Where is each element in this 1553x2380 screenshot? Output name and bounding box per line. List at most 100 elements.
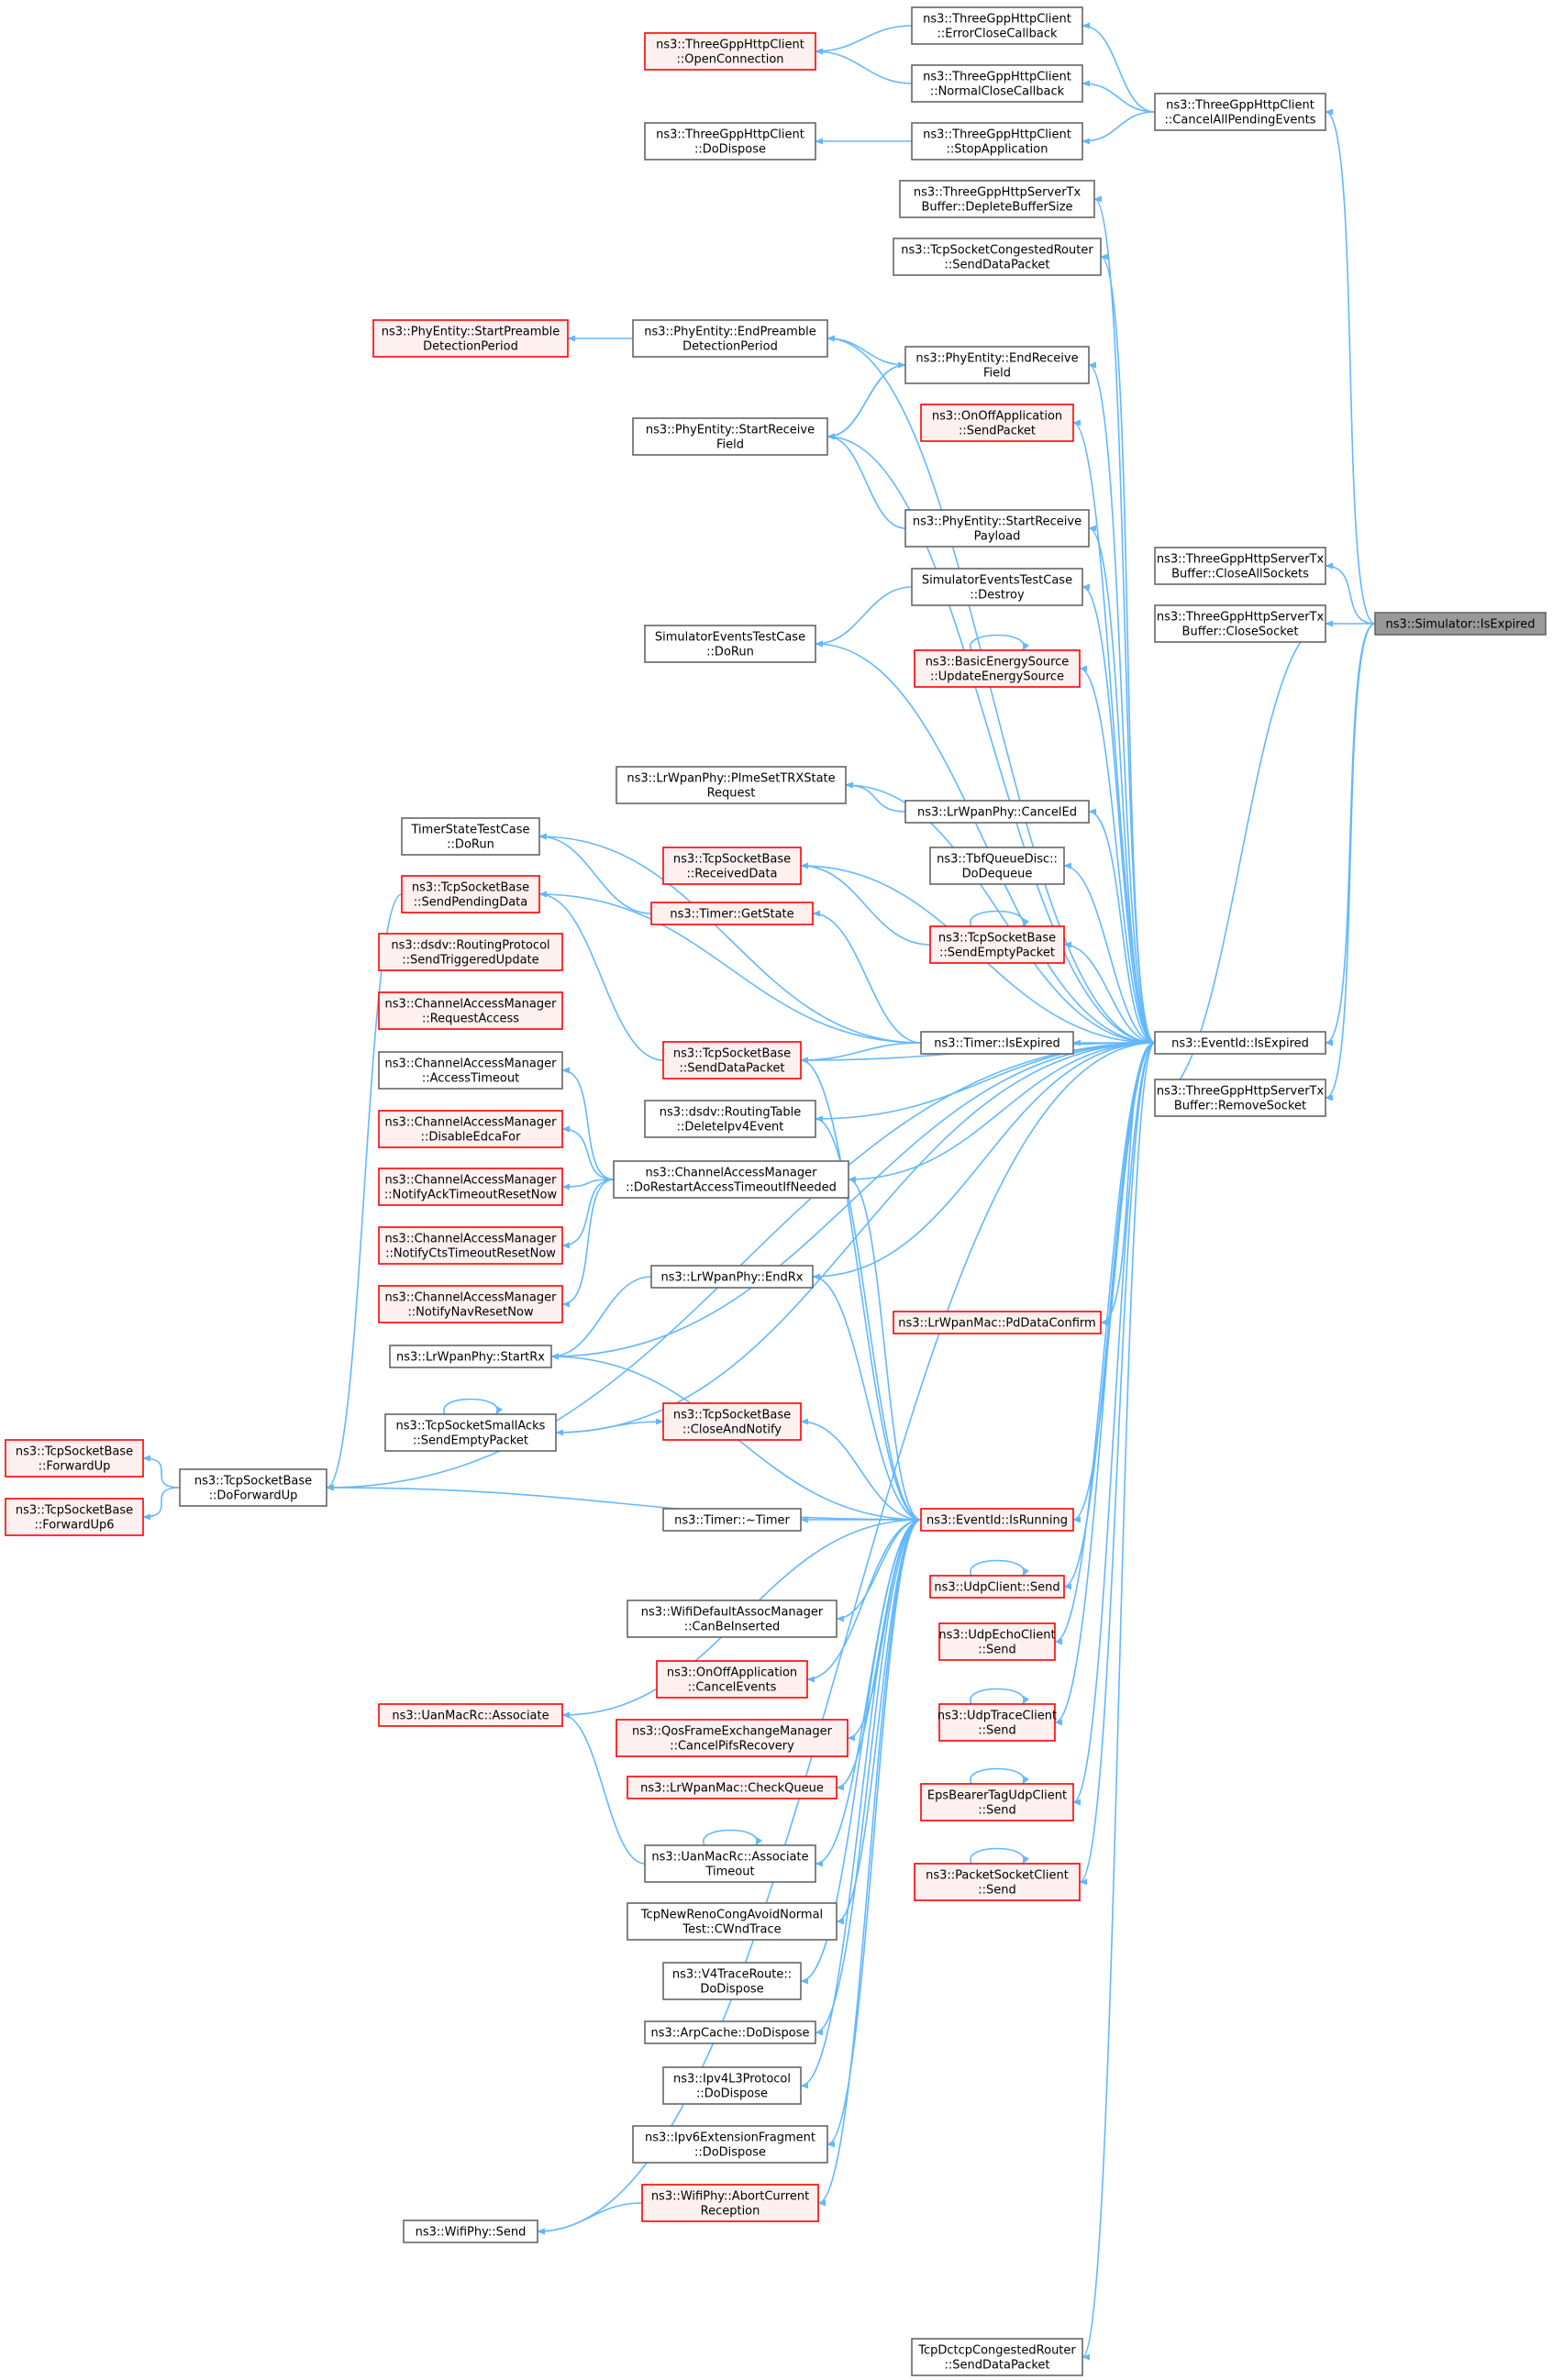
node-arpcache-dispose[interactable]: ns3::ArpCache::DoDispose bbox=[644, 2020, 816, 2044]
node-lrwpan-endrx[interactable]: ns3::LrWpanPhy::EndRx bbox=[650, 1265, 814, 1289]
node-close-socket[interactable]: ns3::ThreeGppHttpServerTxBuffer::CloseSo… bbox=[1154, 604, 1326, 643]
node-label: DoDequeue bbox=[962, 868, 1033, 881]
node-cancel-all-pending[interactable]: ns3::ThreeGppHttpClient::CancelAllPendin… bbox=[1154, 93, 1326, 131]
node-tcp-forward-up[interactable]: ns3::TcpSocketBase::ForwardUp bbox=[5, 1439, 144, 1478]
node-lrwpanmac-check-queue[interactable]: ns3::LrWpanMac::CheckQueue bbox=[627, 1776, 838, 1799]
node-tcp-send-data[interactable]: ns3::TcpSocketBase::SendDataPacket bbox=[662, 1041, 802, 1079]
node-udp-echo-send[interactable]: ns3::UdpEchoClient::Send bbox=[938, 1622, 1056, 1661]
node-tbf-dequeue[interactable]: ns3::TbfQueueDisc::DoDequeue bbox=[929, 847, 1065, 885]
node-lrwpan-startrx[interactable]: ns3::LrWpanPhy::StartRx bbox=[389, 1345, 552, 1368]
node-box bbox=[644, 122, 816, 161]
node-qos-cancel-pifs[interactable]: ns3::QosFrameExchangeManager::CancelPifs… bbox=[616, 1719, 849, 1757]
node-label: ::Send bbox=[978, 1884, 1016, 1898]
node-label: ns3::OnOffApplication bbox=[667, 1666, 797, 1680]
node-remove-socket[interactable]: ns3::ThreeGppHttpServerTxBuffer::RemoveS… bbox=[1154, 1079, 1326, 1117]
node-label: ns3::ThreeGppHttpServerTx bbox=[1157, 611, 1325, 625]
node-timer-getstate[interactable]: ns3::Timer::GetState bbox=[650, 902, 814, 925]
node-box bbox=[911, 64, 1083, 103]
node-label: ::StopApplication bbox=[947, 143, 1048, 157]
node-box bbox=[372, 319, 569, 358]
node-dsdv-delete-ipv4[interactable]: ns3::dsdv::RoutingTable::DeleteIpv4Event bbox=[644, 1100, 816, 1138]
node-wifi-assoc-can-insert[interactable]: ns3::WifiDefaultAssocManager::CanBeInser… bbox=[627, 1600, 838, 1638]
node-error-close-cb[interactable]: ns3::ThreeGppHttpClient::ErrorCloseCallb… bbox=[911, 6, 1083, 45]
node-eventid-isexpired[interactable]: ns3::EventId::IsExpired bbox=[1154, 1031, 1326, 1055]
node-cam-access-timeout[interactable]: ns3::ChannelAccessManager::AccessTimeout bbox=[378, 1051, 563, 1090]
edge-open-connection-to-normal-close-cb bbox=[815, 48, 913, 84]
node-tcp-small-acks[interactable]: ns3::TcpSocketSmallAcks::SendEmptyPacket bbox=[384, 1413, 557, 1452]
edge-packet-socket-send-to-eventid-isexpired bbox=[1079, 1042, 1156, 1886]
node-label: ns3::UdpEchoClient bbox=[938, 1629, 1055, 1643]
node-end-preamble[interactable]: ns3::PhyEntity::EndPreambleDetectionPeri… bbox=[632, 319, 828, 358]
node-start-preamble[interactable]: ns3::PhyEntity::StartPreambleDetectionPe… bbox=[372, 319, 569, 358]
node-cam-notify-nav[interactable]: ns3::ChannelAccessManager::NotifyNavRese… bbox=[378, 1285, 563, 1323]
node-eps-bearer-send[interactable]: EpsBearerTagUdpClient::Send bbox=[920, 1783, 1074, 1821]
node-stop-application[interactable]: ns3::ThreeGppHttpClient::StopApplication bbox=[911, 122, 1083, 161]
node-ipv4l3-dispose[interactable]: ns3::Ipv4L3Protocol::DoDispose bbox=[662, 2066, 802, 2105]
node-tcp-send-pending[interactable]: ns3::TcpSocketBase::SendPendingData bbox=[401, 875, 540, 913]
node-eventid-isrunning[interactable]: ns3::EventId::IsRunning bbox=[920, 1508, 1074, 1532]
node-timer-dtor[interactable]: ns3::Timer::~Timer bbox=[662, 1508, 802, 1532]
node-ipv6frag-dispose[interactable]: ns3::Ipv6ExtensionFragment::DoDispose bbox=[632, 2125, 828, 2164]
node-v4traceroute-dispose[interactable]: ns3::V4TraceRoute::DoDispose bbox=[662, 1962, 802, 2000]
edge-lrwpan-endrx-to-eventid-isexpired bbox=[812, 1042, 1156, 1280]
node-wifiphy-send[interactable]: ns3::WifiPhy::Send bbox=[403, 2219, 538, 2243]
node-packet-socket-send[interactable]: ns3::PacketSocketClient::Send bbox=[914, 1863, 1081, 1901]
node-lrwpanmac-pddata[interactable]: ns3::LrWpanMac::PdDataConfirm bbox=[893, 1311, 1102, 1334]
node-sim-events-dorun[interactable]: SimulatorEventsTestCase::DoRun bbox=[644, 625, 816, 663]
edge-sim-events-destroy-to-eventid-isexpired bbox=[1082, 583, 1156, 1044]
node-box bbox=[627, 1902, 838, 1941]
self-loop-tcp-send-empty bbox=[970, 910, 1030, 927]
node-open-connection[interactable]: ns3::ThreeGppHttpClient::OpenConnection bbox=[644, 32, 816, 71]
node-normal-close-cb[interactable]: ns3::ThreeGppHttpClient::NormalCloseCall… bbox=[911, 64, 1083, 103]
node-udp-trace-send[interactable]: ns3::UdpTraceClient::Send bbox=[937, 1703, 1057, 1742]
node-label: ns3::ArpCache::DoDispose bbox=[650, 2027, 809, 2041]
node-timer-isexpired[interactable]: ns3::Timer::IsExpired bbox=[920, 1031, 1074, 1055]
node-udp-client-send[interactable]: ns3::UdpClient::Send bbox=[929, 1575, 1065, 1599]
node-is-expired-sim[interactable]: ns3::Simulator::IsExpired bbox=[1374, 612, 1547, 636]
node-cam-disable-edca[interactable]: ns3::ChannelAccessManager::DisableEdcaFo… bbox=[378, 1110, 563, 1148]
node-box bbox=[911, 568, 1083, 606]
edge-ipv6frag-dispose-to-eventid-isrunning bbox=[826, 1519, 922, 2148]
node-cam-notify-cts[interactable]: ns3::ChannelAccessManager::NotifyCtsTime… bbox=[378, 1226, 563, 1265]
node-cam-request-access[interactable]: ns3::ChannelAccessManager::RequestAccess bbox=[378, 991, 563, 1030]
node-http-client-dodispose[interactable]: ns3::ThreeGppHttpClient::DoDispose bbox=[644, 122, 816, 161]
node-tcp-received-data[interactable]: ns3::TcpSocketBase::ReceivedData bbox=[662, 847, 802, 885]
node-uan-associate[interactable]: ns3::UanMacRc::Associate bbox=[378, 1703, 563, 1727]
node-cam-restart-timeout[interactable]: ns3::ChannelAccessManager::DoRestartAcce… bbox=[613, 1160, 849, 1199]
node-label: ns3::PhyEntity::EndPreamble bbox=[644, 326, 815, 339]
edge-start-receive-field-to-eventid-isexpired bbox=[826, 433, 1156, 1044]
node-close-all-sockets[interactable]: ns3::ThreeGppHttpServerTxBuffer::CloseAl… bbox=[1154, 547, 1326, 585]
edge-cancel-all-pending-to-is-expired-sim bbox=[1325, 108, 1376, 625]
node-label: ns3::ChannelAccessManager bbox=[385, 1116, 558, 1130]
node-tcp-do-forward-up[interactable]: ns3::TcpSocketBase::DoForwardUp bbox=[179, 1468, 327, 1507]
node-timer-state-dorun[interactable]: TimerStateTestCase::DoRun bbox=[401, 817, 540, 856]
node-deplete-buffer[interactable]: ns3::ThreeGppHttpServerTxBuffer::Deplete… bbox=[899, 180, 1095, 218]
node-box bbox=[378, 1285, 563, 1323]
node-label: SimulatorEventsTestCase bbox=[922, 574, 1072, 588]
node-label: ::SendDataPacket bbox=[944, 2359, 1049, 2373]
node-dsdv-send-triggered[interactable]: ns3::dsdv::RoutingProtocol::SendTriggere… bbox=[378, 933, 563, 971]
node-cancel-ed[interactable]: ns3::LrWpanPhy::CancelEd bbox=[904, 800, 1090, 824]
node-tcp-congested-router-send[interactable]: ns3::TcpSocketCongestedRouter::SendDataP… bbox=[893, 238, 1102, 276]
node-tcp-dctcp-send[interactable]: TcpDctcpCongestedRouter::SendDataPacket bbox=[911, 2338, 1083, 2376]
node-sim-events-destroy[interactable]: SimulatorEventsTestCase::Destroy bbox=[911, 568, 1083, 606]
node-cam-notify-ack[interactable]: ns3::ChannelAccessManager::NotifyAckTime… bbox=[378, 1168, 563, 1206]
node-onoff-cancel-events[interactable]: ns3::OnOffApplication::CancelEvents bbox=[656, 1660, 808, 1699]
node-update-energy[interactable]: ns3::BasicEnergySource::UpdateEnergySour… bbox=[914, 649, 1081, 688]
node-label: ::SendDataPacket bbox=[944, 259, 1049, 272]
node-tcp-send-empty[interactable]: ns3::TcpSocketBase::SendEmptyPacket bbox=[929, 925, 1065, 964]
node-box bbox=[632, 2125, 828, 2164]
node-onoff-sendpacket[interactable]: ns3::OnOffApplication::SendPacket bbox=[920, 404, 1074, 442]
node-label: ::Send bbox=[978, 1644, 1016, 1657]
node-label: ::AccessTimeout bbox=[422, 1072, 519, 1086]
node-tcp-forward-up6[interactable]: ns3::TcpSocketBase::ForwardUp6 bbox=[5, 1498, 144, 1536]
node-label: ::DoForwardUp bbox=[209, 1489, 298, 1503]
node-tcp-close-notify[interactable]: ns3::TcpSocketBase::CloseAndNotify bbox=[662, 1402, 802, 1441]
